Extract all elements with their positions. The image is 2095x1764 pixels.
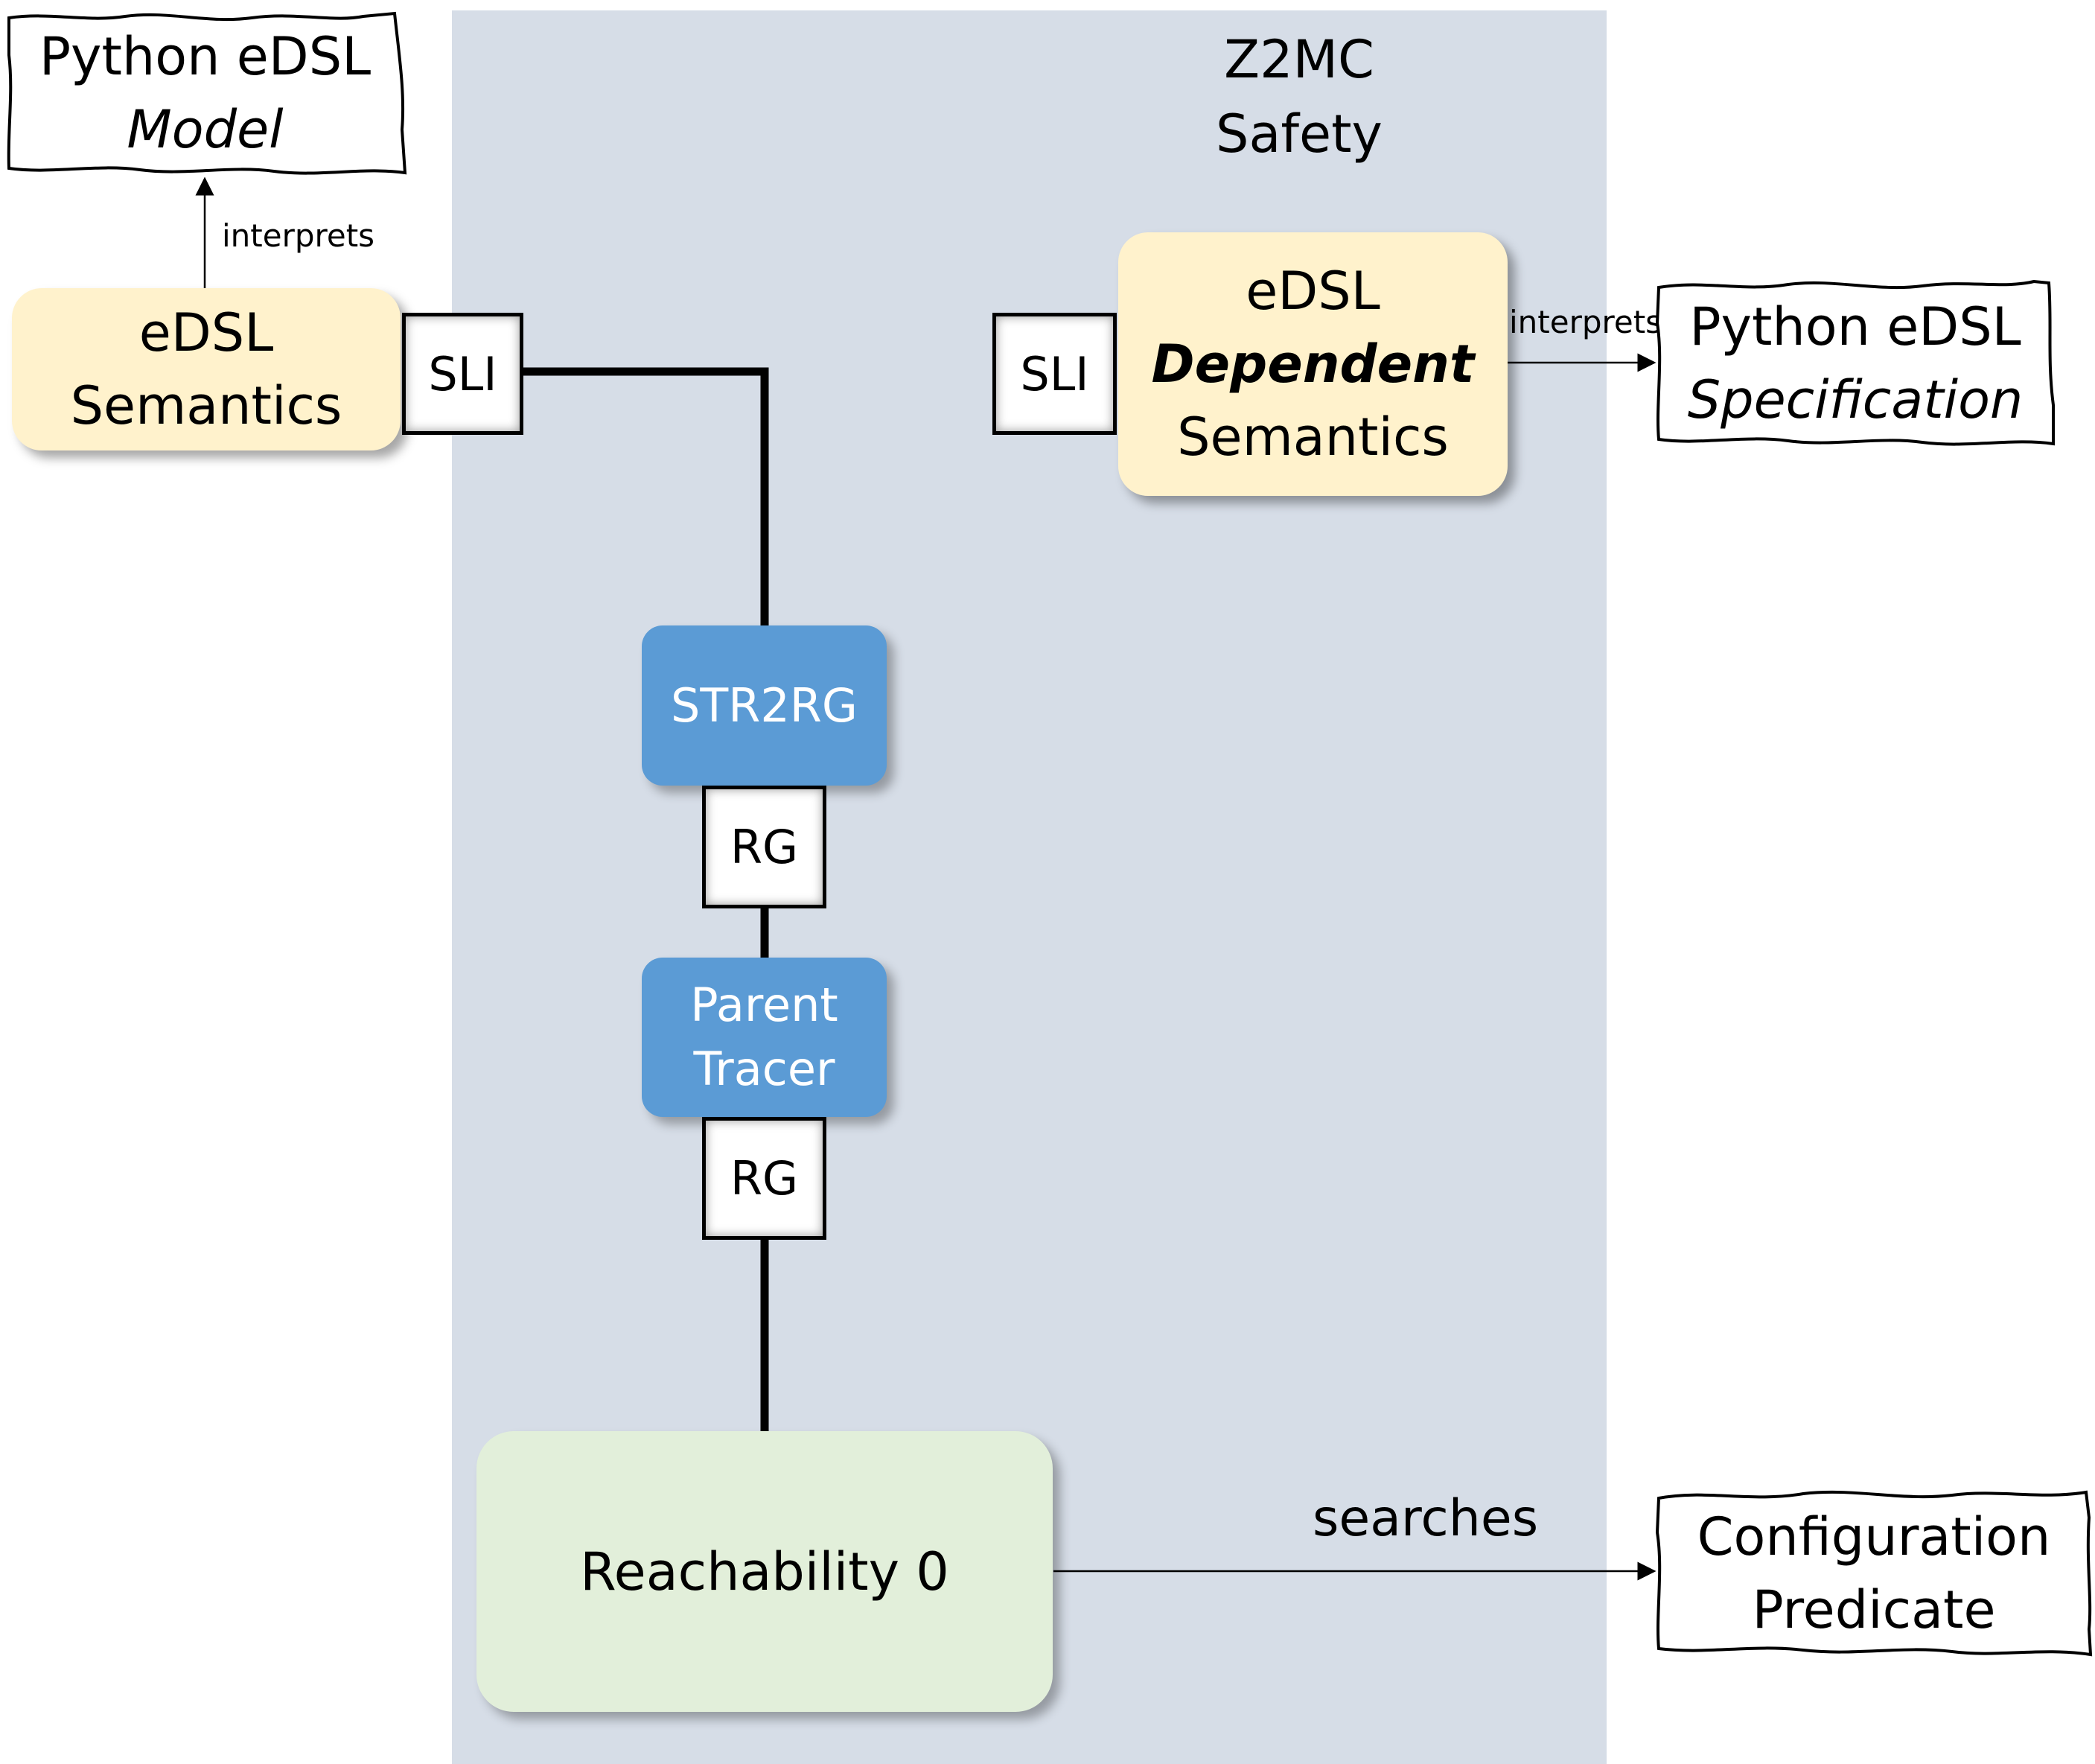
reachability-block: Reachability 0	[476, 1431, 1053, 1712]
edsl-semantics-block: eDSL Semantics	[12, 288, 401, 450]
spec-doc-line1: Python eDSL	[1689, 296, 2021, 357]
parent-tracer-module: Parent Tracer	[642, 958, 887, 1117]
spec-doc-line2: Specification	[1687, 369, 2024, 430]
panel-title: Z2MC Safety	[1150, 22, 1448, 171]
interprets-label-left: interprets	[222, 217, 375, 254]
parent-tracer-line2: Tracer	[693, 1042, 835, 1096]
panel-title-line2: Safety	[1216, 104, 1383, 165]
config-doc-line2: Predicate	[1752, 1579, 1996, 1640]
document-shape	[1655, 1490, 2093, 1657]
edsl-dependent-line1: eDSL	[1246, 261, 1380, 322]
document-shape	[7, 11, 407, 175]
configuration-predicate-doc: Configuration Predicate	[1654, 1488, 2094, 1659]
sli-port-left: SLI	[402, 313, 523, 435]
interprets-label-right: interprets	[1509, 304, 1662, 340]
edsl-dependent-line2: Dependent	[1151, 334, 1475, 395]
parent-tracer-line1: Parent	[690, 978, 838, 1032]
model-doc-line1: Python eDSL	[39, 26, 372, 87]
edsl-semantics-line1: eDSL	[138, 302, 274, 363]
panel-title-line1: Z2MC	[1224, 29, 1374, 90]
rg-port-top: RG	[702, 786, 826, 908]
document-shape	[1655, 279, 2055, 446]
sli-port-right: SLI	[992, 313, 1117, 435]
edsl-semantics-line2: Semantics	[70, 375, 342, 436]
sli-to-str2rg-wire	[521, 367, 769, 625]
edsl-dependent-semantics-block: eDSL Dependent Semantics	[1118, 232, 1508, 496]
rg-port-bottom: RG	[702, 1117, 826, 1240]
model-doc-line2: Model	[127, 99, 284, 160]
python-edsl-specification-doc: Python eDSL Specification	[1654, 278, 2056, 448]
str2rg-label: STR2RG	[671, 678, 858, 733]
python-edsl-model-doc: Python eDSL Model	[6, 10, 407, 176]
reachability-label: Reachability 0	[580, 1541, 949, 1602]
searches-label: searches	[1313, 1489, 1539, 1548]
edsl-dependent-line3: Semantics	[1177, 407, 1449, 468]
config-doc-line1: Configuration	[1697, 1506, 2051, 1567]
str2rg-module: STR2RG	[642, 625, 887, 786]
